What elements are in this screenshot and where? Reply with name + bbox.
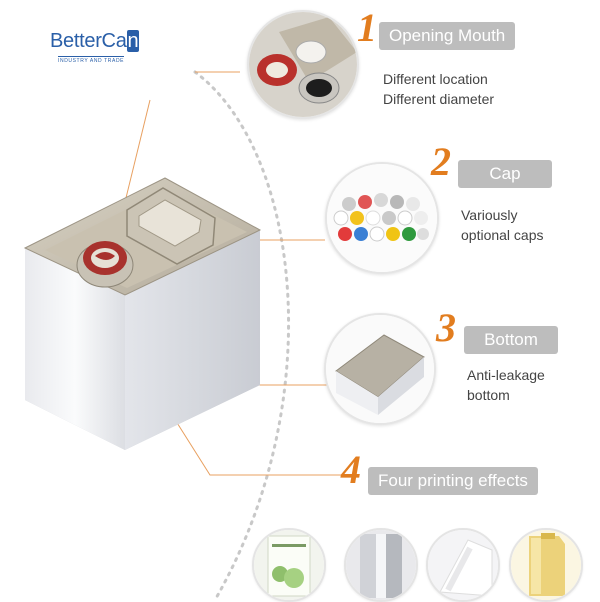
feature-2-desc-line-1: Variously bbox=[461, 207, 518, 223]
feature-3-label: Bottom bbox=[464, 326, 558, 354]
feature-2-label: Cap bbox=[458, 160, 552, 188]
opening-mouth-image bbox=[249, 12, 357, 117]
feature-1-label: Opening Mouth bbox=[379, 22, 516, 50]
caps-image bbox=[327, 164, 437, 272]
feature-4-number: 4 bbox=[341, 447, 361, 492]
bottom-circle bbox=[324, 313, 436, 425]
caps-circle bbox=[325, 162, 439, 274]
printing-effect-thumb-3 bbox=[426, 528, 500, 602]
printing-effect-thumb-4 bbox=[509, 528, 583, 602]
feature-1-desc-line-2: Different diameter bbox=[383, 91, 495, 107]
bottom-image bbox=[326, 315, 434, 423]
feature-2-desc-line-2: optional caps bbox=[461, 227, 544, 243]
brand-name: BetterCan bbox=[50, 30, 140, 52]
feature-3-number: 3 bbox=[436, 305, 456, 350]
feature-2-number: 2 bbox=[431, 139, 451, 184]
feature-4-label: Four printing effects bbox=[368, 467, 538, 495]
opening-mouth-circle bbox=[247, 10, 359, 119]
feature-3-desc-line-1: Anti-leakage bbox=[467, 367, 545, 383]
brand-logo: BetterCan INDUSTRY AND TRADE bbox=[50, 30, 160, 70]
tin-can-image bbox=[23, 177, 262, 450]
brand-tagline: INDUSTRY AND TRADE bbox=[58, 56, 125, 64]
feature-1-desc-line-1: Different location bbox=[383, 71, 488, 87]
feature-1-number: 1 bbox=[357, 5, 377, 50]
printing-effect-thumb-1 bbox=[252, 528, 326, 602]
feature-3-desc-line-2: bottom bbox=[467, 387, 510, 403]
printing-effect-thumb-2 bbox=[344, 528, 418, 602]
